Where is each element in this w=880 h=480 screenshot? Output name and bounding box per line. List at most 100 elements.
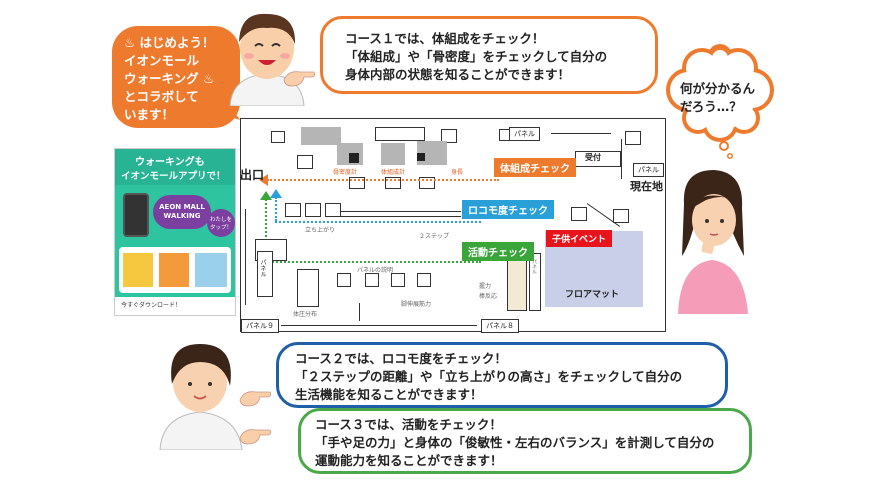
panel-left-box xyxy=(257,251,273,297)
reaction-label: 棒反応 xyxy=(479,293,498,300)
height-device xyxy=(417,153,425,161)
table-block xyxy=(325,203,341,217)
height-label: 身長 xyxy=(451,169,464,176)
pressure-label: 体圧分布 xyxy=(293,311,318,318)
grip-label: 握力 xyxy=(479,283,492,290)
table-block xyxy=(391,273,405,287)
poster-title-1: ウォーキングも xyxy=(135,157,205,168)
question-line: 何が分かるん xyxy=(680,81,756,96)
table-block xyxy=(365,273,379,287)
poster-footer-text: 今すぐダウンロード！ xyxy=(121,302,182,309)
table-block xyxy=(613,209,629,223)
course2-bubble: コース２では、ロコモ度をチェック！ 「２ステップの距離」や「立ち上がりの高さ」を… xyxy=(276,342,728,408)
course3-bubble: コース３では、活動をチェック！ 「手や足の力」と身体の「俊敏性・左右のバランス」… xyxy=(298,408,752,474)
course2-route-arrow xyxy=(270,189,282,198)
course2-line: 「２ステップの距離」や「立ち上がりの高さ」をチェックして自分の xyxy=(295,369,683,384)
panel-small-label: パネル xyxy=(531,259,537,274)
current-location-label: 現在地 xyxy=(630,180,663,193)
panel-left-label: パネル xyxy=(259,259,266,277)
table-block xyxy=(297,155,313,169)
course3-line: 運動能力を知ることができます！ xyxy=(315,453,503,468)
locomo-check-sign: ロコモ度チェック xyxy=(462,200,554,219)
course1-route-arrow xyxy=(259,174,268,186)
pointing-hand-icon xyxy=(239,391,272,407)
course2-line: コース２では、ロコモ度をチェック！ xyxy=(295,351,507,366)
intro-line: とコラボして xyxy=(124,89,199,104)
app-poster: ウォーキングも イオンモールアプリで！ AEON MALL WALKING わた… xyxy=(114,148,236,316)
activity-station xyxy=(507,253,527,311)
poster-info-card xyxy=(195,253,227,287)
course1-line: 身体内部の状態を知ることができます！ xyxy=(345,67,571,82)
table-block xyxy=(337,273,351,287)
course1-line: コース１では、体組成をチェック！ xyxy=(345,31,545,46)
exit-label: 出口 xyxy=(240,168,265,182)
course3-line: 「手や足の力」と身体の「俊敏性・左右のバランス」を計測して自分の xyxy=(315,435,715,450)
pointing-hand-icon xyxy=(239,429,272,445)
body-check-sign: 体組成チェック xyxy=(494,158,576,177)
bone-density-device xyxy=(349,153,359,163)
body-comp-label: 体組成計 xyxy=(381,169,406,176)
pressure-mat xyxy=(297,269,319,307)
table-block xyxy=(285,203,301,217)
panel-exp-label: パネルの説明 xyxy=(357,267,394,274)
intro-line: イオンモール xyxy=(124,53,200,68)
panel-top-label: パネル xyxy=(509,127,540,141)
table-block xyxy=(301,127,341,145)
staff-woman-illustration xyxy=(159,344,243,450)
floor-map: パネル 骨密度計 体組成計 身長 受付 パネル 立ち上がり ２ステップ パネル … xyxy=(240,118,666,333)
question-text: 何が分かるん だろう…？ xyxy=(680,80,755,116)
poster-footer xyxy=(115,297,235,315)
course1-route xyxy=(267,179,499,181)
bone-label: 骨密度計 xyxy=(333,169,358,176)
two-step-label: ２ステップ xyxy=(419,233,450,240)
table-block xyxy=(441,129,457,143)
floor-mat-label: フロアマット xyxy=(565,290,620,300)
kids-event-sign: 子供イベント xyxy=(546,230,613,247)
intro-line: ♨ はじめよう！ xyxy=(124,35,215,50)
course1-bubble: コース１では、体組成をチェック！ 「体組成」や「骨密度」をチェックして自分の 身… xyxy=(320,16,658,94)
divider-line xyxy=(621,139,622,179)
table-block xyxy=(625,131,641,145)
course2-route xyxy=(275,197,277,221)
table-block xyxy=(305,203,321,217)
panel-right-label: パネル xyxy=(633,163,664,177)
panel-small-box xyxy=(529,253,541,311)
bottom-wall xyxy=(281,325,477,326)
intro-line: ウォーキング ♨ xyxy=(124,71,215,86)
poster-tap-badge: わたしを タップ！ xyxy=(207,209,235,237)
woman-thinking-illustration xyxy=(678,170,748,314)
poster-title-2: イオンモールアプリで！ xyxy=(121,171,226,182)
phone-image xyxy=(123,193,149,237)
course2-line: 生活機能を知ることができます！ xyxy=(295,387,483,402)
table-block xyxy=(571,207,587,221)
table-block xyxy=(271,131,285,143)
course3-line: コース３では、活動をチェック！ xyxy=(315,417,502,432)
pointing-hand-icon xyxy=(283,71,316,87)
activity-check-sign: 活動チェック xyxy=(462,242,534,261)
intro-bubble: ♨ はじめよう！ イオンモール ウォーキング ♨ とコラボして います！ xyxy=(112,26,240,128)
standup-label: 立ち上がり xyxy=(305,227,336,234)
left-wall xyxy=(245,209,246,305)
panel9-label: パネル９ xyxy=(241,319,279,333)
thought-cloud xyxy=(666,44,774,159)
poster-info-card xyxy=(159,253,189,287)
table-block xyxy=(375,127,425,141)
divider-line xyxy=(359,303,360,321)
squat-label: 脚伸展筋力 xyxy=(401,301,432,308)
body-comp-station xyxy=(381,143,405,165)
course1-line: 「体組成」や「骨密度」をチェックして自分の xyxy=(345,49,608,64)
reception-label: 受付 xyxy=(585,153,601,162)
intro-bubble-tail xyxy=(200,94,240,120)
poster-info-card xyxy=(123,253,153,287)
course3-route xyxy=(265,261,481,263)
intro-line: います！ xyxy=(124,107,175,122)
staff-man-illustration xyxy=(229,13,305,106)
question-line: だろう…？ xyxy=(680,99,742,114)
course2-route xyxy=(275,221,481,223)
table-block xyxy=(417,273,431,287)
course3-route-arrow xyxy=(260,191,272,200)
course3-route xyxy=(265,199,267,261)
panel8-label: パネル８ xyxy=(481,319,519,333)
counter-line xyxy=(341,211,461,217)
panel-top-label xyxy=(551,133,611,134)
